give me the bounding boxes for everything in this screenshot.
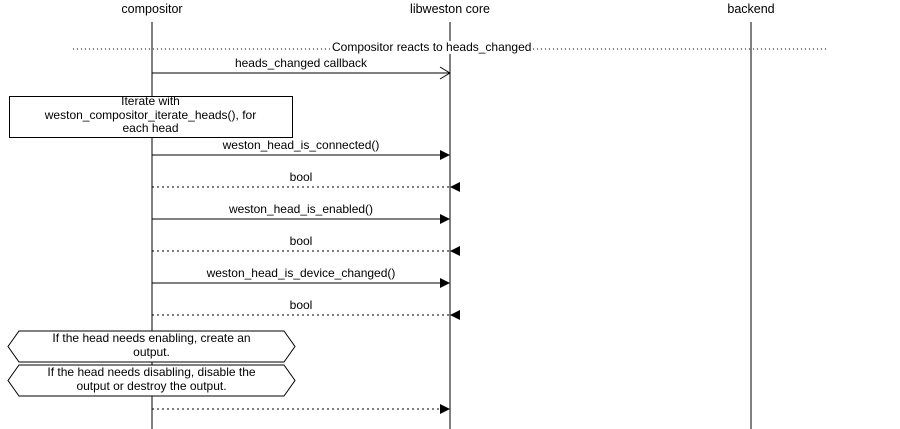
arrowhead-bool-enabled	[450, 246, 460, 256]
message-heads-changed-callback	[152, 66, 451, 80]
message-label-bool-connected: bool	[289, 170, 313, 184]
note-line: If the head needs disabling, disable the	[47, 365, 256, 379]
message-bool-connected	[152, 182, 460, 192]
note-box-condition-enable-note	[7, 330, 296, 363]
arrowhead-bool-connected	[450, 182, 460, 192]
note-box-condition-disable-note	[7, 364, 296, 397]
message-label-weston-head-is-enabled: weston_head_is_enabled()	[228, 202, 374, 216]
message-label-bool-enabled: bool	[289, 234, 313, 248]
message-weston-head-is-connected	[152, 150, 450, 160]
message-bool-device-changed	[152, 310, 460, 320]
arrowhead-final-return	[440, 404, 450, 414]
message-weston-head-is-device-changed	[152, 278, 450, 288]
actor-label-libweston-core: libweston core	[410, 2, 490, 16]
arrowhead-weston-head-is-device-changed	[440, 278, 450, 288]
actor-label-compositor: compositor	[121, 2, 183, 16]
message-bool-enabled	[152, 246, 460, 256]
message-label-heads-changed-callback: heads_changed callback	[234, 56, 368, 70]
arrowhead-weston-head-is-enabled	[440, 214, 450, 224]
note-line: If the head needs enabling, create an	[52, 331, 251, 345]
arrowhead-weston-head-is-connected	[440, 150, 450, 160]
message-weston-head-is-enabled	[152, 214, 450, 224]
note-line: weston_compositor_iterate_heads(), for	[44, 107, 257, 122]
message-label-weston-head-is-connected: weston_head_is_connected()	[222, 138, 380, 152]
arrowhead-bool-device-changed	[450, 310, 460, 320]
note-text-condition-disable-note: If the head needs disabling, disable the…	[14, 365, 289, 393]
divider-label: Compositor reacts to heads_changed	[330, 40, 534, 54]
message-label-weston-head-is-device-changed: weston_head_is_device_changed()	[206, 266, 396, 280]
actor-label-backend: backend	[727, 2, 775, 16]
arrowhead-heads-changed-callback-top	[439, 66, 451, 74]
note-line: output.	[133, 344, 170, 359]
message-label-bool-device-changed: bool	[289, 298, 313, 312]
note-line: output or destroy the output.	[76, 378, 227, 393]
note-line: each head	[122, 121, 179, 136]
note-line: Iterate with	[121, 94, 180, 109]
arrowhead-heads-changed-callback-bottom	[439, 72, 451, 80]
message-final-return	[152, 404, 450, 414]
note-box-iterate-note	[9, 96, 293, 138]
